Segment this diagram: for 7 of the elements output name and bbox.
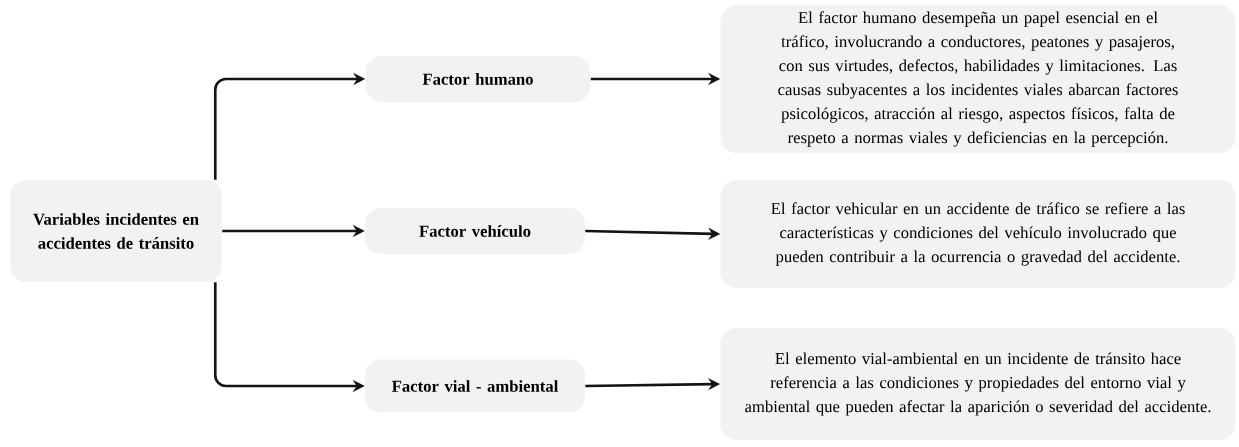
description-box: El factor humano desempeña un papel esencial en el tráfico, involucrando a conductores, peatones y pasajeros, con sus virtudes, defectos, habilidades y limitaciones. Las causas subyacentes a los incidentes viales abarcan factores psicológicos, atracción al riesgo, aspectos físicos, falta de respeto a normas viales y deficiencias en la percepción.: [720, 5, 1236, 153]
topic-box: Factor vial - ambiental: [365, 359, 585, 413]
description-box: El elemento vial-ambiental en un incidente de tránsito hace referencia a las condiciones y propiedades del entorno vial y ambiental que pueden afectar la aparición o severidad del accidente.: [720, 328, 1236, 440]
description-box: El factor vehicular en un accidente de tráfico se refiere a las características y condiciones del vehículo involucrado que pueden contribuir a la ocurrencia o gravedad del accidente.: [720, 180, 1236, 288]
topic-box: Variables incidentes en accidentes de tránsito: [10, 180, 222, 282]
topic-box: Factor humano: [365, 56, 591, 102]
topic-box: Factor vehículo: [365, 208, 585, 254]
